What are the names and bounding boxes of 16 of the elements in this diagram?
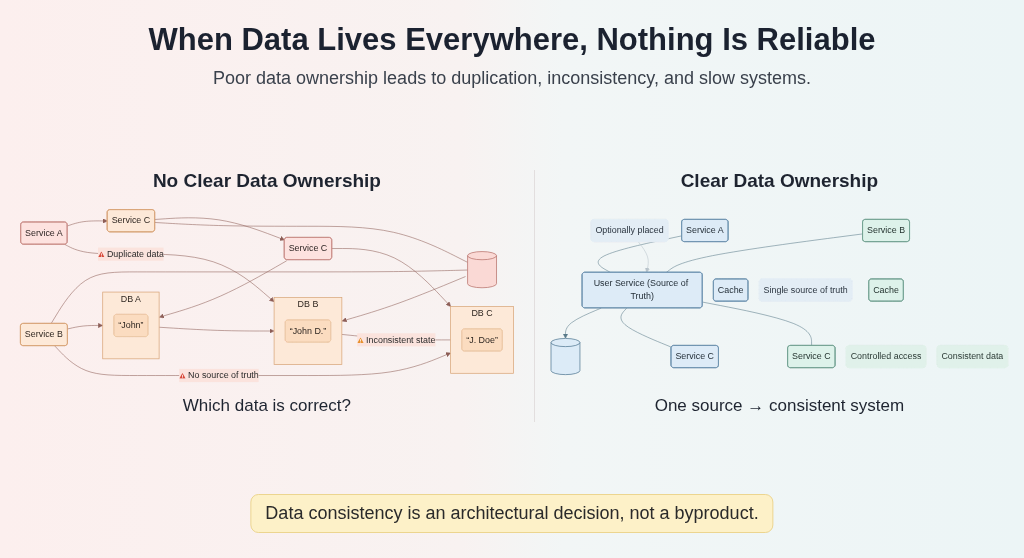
connector [702, 301, 812, 346]
caption-banner: Data consistency is an architectural decision, not a byproduct. [250, 494, 774, 533]
edge-label: Duplicate data [106, 249, 164, 259]
title: When Data Lives Everywhere, Nothing Is Reliable [147, 22, 877, 58]
edge-label: Inconsistent state [366, 334, 436, 345]
node-cylinder [467, 251, 497, 289]
edge-label: No source of truth [188, 370, 259, 380]
panel-note: One source → consistent system [654, 396, 905, 416]
connector [620, 307, 672, 348]
subtitle: Poor data ownership leads to duplication, inconsistency, and slow systems. [213, 68, 811, 89]
node-cylinder [550, 338, 581, 375]
connector [665, 233, 864, 273]
panel-heading: No Clear Data Ownership [152, 170, 381, 192]
panel-note: Which data is correct? [182, 396, 351, 416]
connector [154, 222, 468, 263]
panel-heading: Clear Data Ownership [680, 170, 879, 192]
